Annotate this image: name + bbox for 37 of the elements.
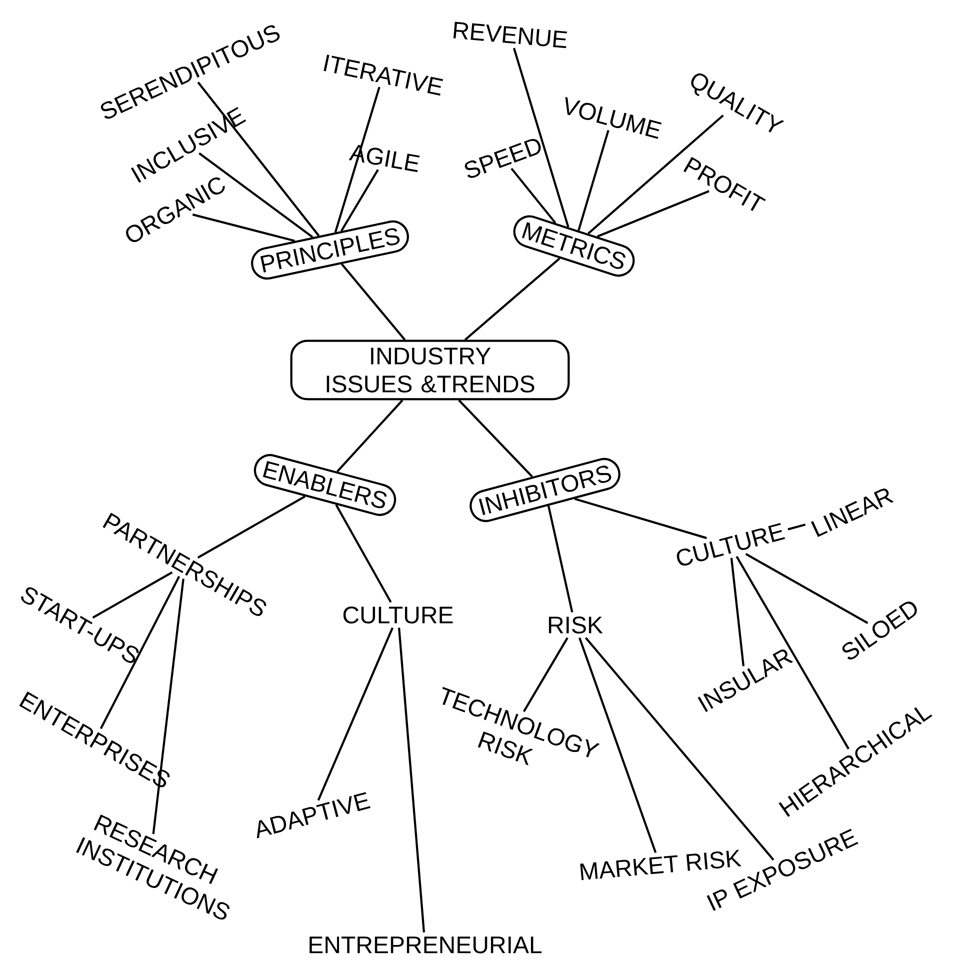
branch-line (574, 498, 707, 540)
branch-line (197, 496, 306, 559)
branch-line (512, 48, 570, 228)
keyword-label: AGILE (348, 144, 420, 172)
branch-line (522, 637, 568, 712)
branch-line (192, 214, 296, 242)
keyword-label: ENTREPRENEURIAL (310, 936, 542, 954)
branch-line (100, 576, 180, 730)
branch-line (317, 627, 394, 801)
branch-line (334, 86, 380, 233)
keyword-label: CULTURE (343, 606, 453, 624)
branch-line (745, 553, 868, 624)
branch-line (730, 558, 745, 666)
branch-line (584, 637, 774, 861)
branch-line (464, 258, 560, 341)
branch-line (335, 504, 392, 603)
branch-line (197, 82, 320, 236)
branch-line (736, 556, 850, 750)
branch-line (588, 114, 724, 234)
branch-line (336, 400, 404, 472)
branch-line (788, 524, 806, 530)
keyword-label: RISK (548, 616, 603, 634)
branch-line (398, 628, 426, 932)
keyword-label: REVENUE (453, 22, 567, 48)
topic-box: INDUSTRY ISSUES &TRENDS (290, 340, 570, 400)
branch-line (340, 263, 406, 340)
branch-line (458, 400, 533, 478)
branch-line (92, 571, 173, 619)
branch-line (596, 190, 710, 238)
branch-line (547, 506, 574, 612)
branch-line (578, 130, 610, 231)
branch-line (510, 168, 556, 224)
branch-line (152, 578, 184, 834)
branch-line (578, 637, 657, 853)
keyword-label: SPEED (464, 138, 541, 178)
branch-line (198, 152, 314, 238)
branch-line (340, 169, 379, 232)
